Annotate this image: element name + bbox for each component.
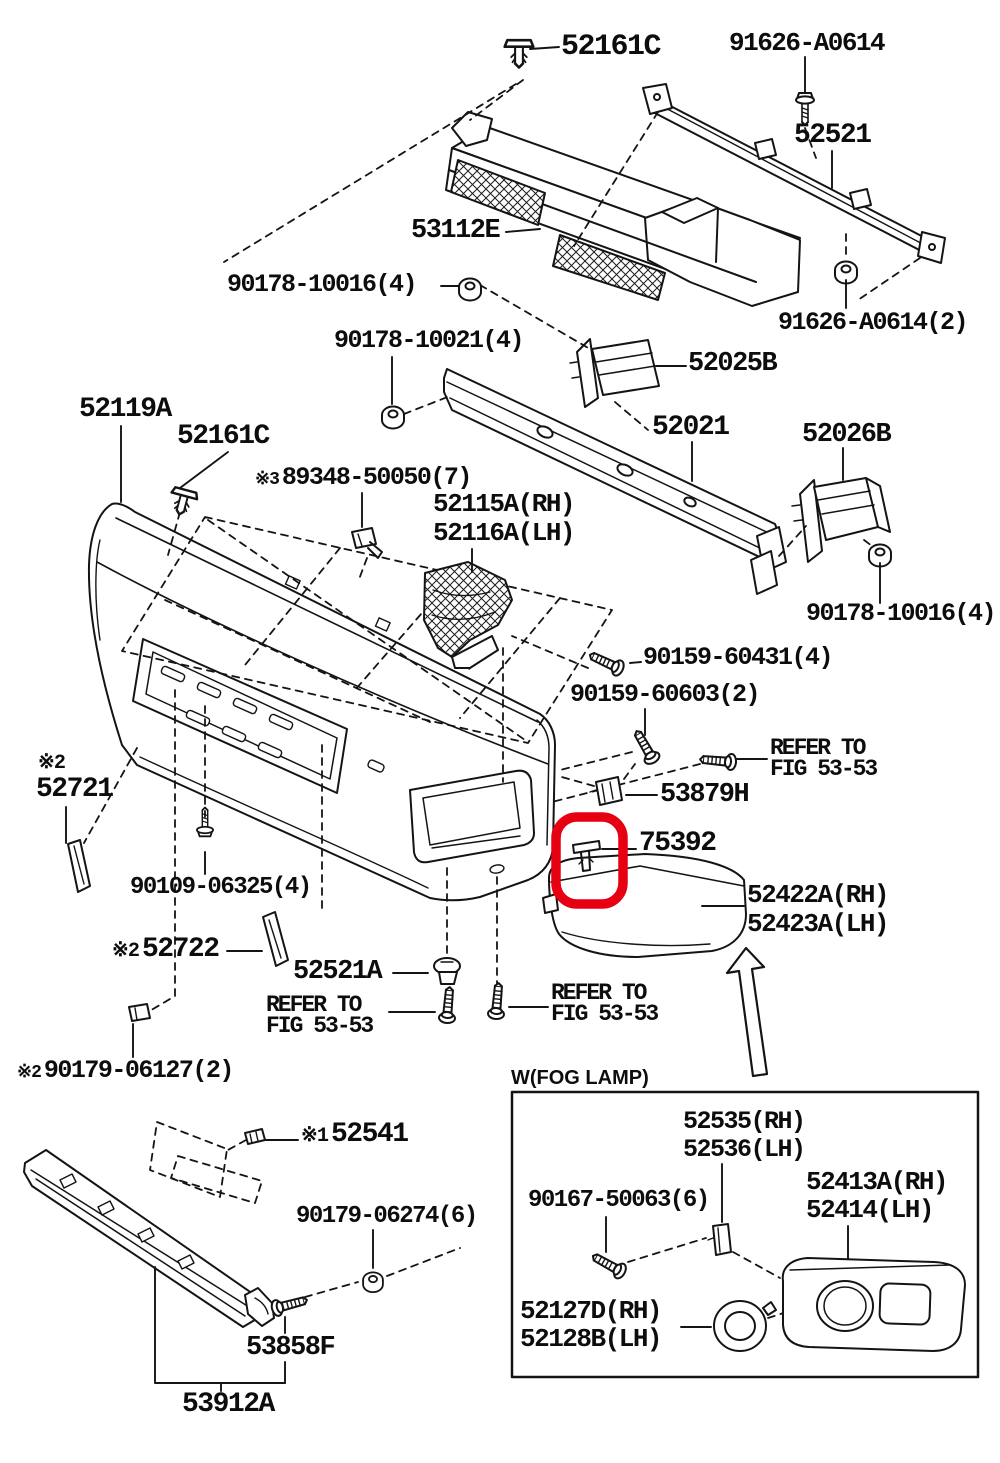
label-support-bolt: 91626-A0614 bbox=[729, 28, 886, 58]
label-bumper-cover: 52119A bbox=[79, 394, 172, 425]
radiator-support-52521 bbox=[642, 83, 946, 264]
label-bolt-center: 90109-06325(4) bbox=[130, 874, 312, 901]
label-nut-crush-right: 90178-10016(4) bbox=[806, 599, 997, 628]
fog-cover-52422a bbox=[542, 853, 747, 958]
label-grommet: 52521A bbox=[293, 957, 383, 987]
leader-lines bbox=[65, 46, 881, 1392]
label-valance-bolt: 53858F bbox=[246, 1333, 336, 1363]
label-screw-lower: 90159-60603(2) bbox=[570, 680, 761, 709]
label-support-bolt-2: 91626-A0614(2) bbox=[778, 308, 969, 337]
label-retainer-clip: 53879H bbox=[660, 780, 750, 810]
label-crush-box-right: 52026B bbox=[802, 420, 892, 450]
label-crush-box-left: 52025B bbox=[688, 349, 778, 379]
bumper-drawing-52119a bbox=[87, 502, 556, 902]
radiator-grille-53112e bbox=[445, 111, 801, 307]
fog-bezel-52413a bbox=[781, 1257, 966, 1352]
label-fog-section-title: W(FOG LAMP) bbox=[511, 1067, 649, 1089]
label-grille: 53112E bbox=[411, 216, 501, 246]
label-fog-clip-rh: 52535(RH) bbox=[683, 1107, 806, 1136]
label-fog-cover-lh: 52423A(LH) bbox=[747, 909, 890, 939]
valance-53912a bbox=[23, 1149, 275, 1328]
pad-strips bbox=[67, 839, 289, 967]
label-clip-bumper: 52161C bbox=[177, 421, 270, 452]
ref-mark: ※3 bbox=[255, 470, 280, 490]
label-nut-grille: 90178-10016(4) bbox=[227, 270, 418, 299]
label-fog-bezel-rh: 52413A(RH) bbox=[806, 1167, 949, 1197]
label-nut-valance: 90179-06274(6) bbox=[296, 1203, 478, 1230]
fasteners bbox=[128, 38, 892, 1319]
label-fog-clip-lh: 52536(LH) bbox=[683, 1135, 806, 1164]
big-arrow bbox=[725, 946, 769, 1078]
label-radiator-support: 52521 bbox=[794, 120, 872, 151]
label-nut-reinforcement: 90178-10021(4) bbox=[334, 326, 525, 355]
label-fog-ring-rh: 52127D(RH) bbox=[520, 1296, 663, 1326]
fog-lamp-box bbox=[510, 1090, 980, 1379]
label-fog-bezel-lh: 52414(LH) bbox=[806, 1195, 934, 1225]
label-clip-top: 52161C bbox=[561, 30, 662, 64]
label-valance: 53912A bbox=[182, 1389, 275, 1420]
label-reinforcement: 52021 bbox=[652, 412, 730, 443]
label-fog-screw: 90167-50063(6) bbox=[528, 1187, 710, 1214]
label-mesh-lh: 52116A(LH) bbox=[433, 518, 576, 548]
fog-ring-52127d bbox=[713, 1300, 777, 1352]
bumper-reinforcement-52021 bbox=[443, 368, 787, 595]
mesh-insert-52115a bbox=[423, 561, 513, 669]
crush-box-right-52026b bbox=[791, 477, 891, 563]
label-mesh-rh: 52115A(RH) bbox=[433, 489, 576, 519]
label-highlight-clip: 75392 bbox=[639, 828, 717, 859]
crush-box-left-52025b bbox=[569, 338, 660, 408]
label-screw-upper: 90159-60431(4) bbox=[643, 643, 834, 672]
label-fog-ring-lh: 52128B(LH) bbox=[520, 1324, 663, 1354]
fog-clip-52535 bbox=[707, 1223, 732, 1256]
highlight-ring bbox=[551, 812, 628, 909]
label-fog-cover-rh: 52422A(RH) bbox=[747, 880, 890, 910]
